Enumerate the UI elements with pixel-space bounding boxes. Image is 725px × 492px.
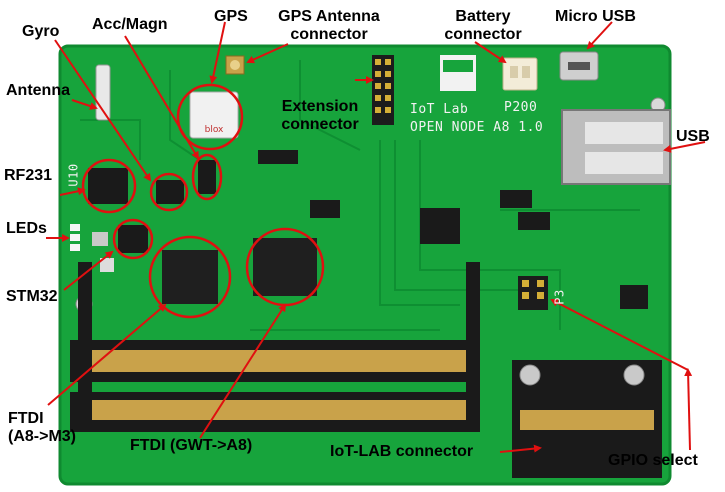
label-battery-line1: Battery: [455, 8, 511, 25]
ic-chip: [518, 212, 550, 230]
label-stm32: STM32: [6, 288, 58, 305]
label-battery-connector: Battery connector: [428, 8, 538, 44]
small-parts: [258, 150, 298, 164]
small-parts: [92, 232, 108, 246]
ic-chip: [620, 285, 648, 309]
label-battery-line2: connector: [444, 26, 522, 43]
label-rf231: RF231: [4, 167, 53, 184]
silk-board-name-1: IoT Lab: [410, 102, 469, 117]
pcb-traces: [80, 60, 640, 331]
rf231-highlight: [81, 158, 137, 214]
stm32-highlight: [112, 218, 154, 260]
silk-p200: P200: [504, 100, 538, 115]
label-micro-usb: Micro USB: [555, 8, 636, 25]
soc-chip: [420, 208, 460, 244]
label-iotlab-connector: IoT-LAB connector: [330, 443, 474, 460]
gyro-highlight: [149, 172, 189, 212]
label-ftdi-a8-m3: FTDI (A8->M3): [8, 410, 76, 446]
small-parts: [310, 200, 340, 218]
leds-part: [70, 224, 80, 251]
label-leds: LEDs: [6, 220, 47, 237]
ftdi-a8-m3-chip: [162, 250, 218, 304]
label-antenna: Antenna: [6, 82, 70, 99]
silk-p3: P3: [552, 289, 567, 305]
gps-module: [189, 91, 239, 139]
label-ftdi-a8-m3-line2: (A8->M3): [8, 428, 77, 445]
label-gyro: Gyro: [22, 23, 60, 40]
label-gps: GPS: [214, 8, 248, 25]
gyro-chip: [156, 180, 184, 204]
extension-connector-part: [372, 55, 394, 125]
gps-module-text: blox: [205, 125, 224, 135]
small-parts: [100, 258, 114, 272]
label-gps-antenna-line2: connector: [290, 26, 368, 43]
ftdi-a8-m3-highlight: [148, 235, 232, 319]
silk-u10: U10: [66, 163, 81, 187]
acc-magn-highlight: [191, 153, 223, 201]
label-extension-line1: Extension: [281, 98, 359, 115]
label-gps-antenna-connector: GPS Antenna connector: [262, 8, 396, 44]
label-extension-line2: connector: [281, 116, 359, 133]
annotation-arrows: [46, 21, 706, 453]
gps-highlight: [176, 83, 244, 151]
label-ftdi-gwt-a8: FTDI (GWT->A8): [130, 437, 253, 454]
label-gpio-select: GPIO select: [608, 452, 698, 469]
label-ftdi-a8-m3-line1: FTDI: [8, 410, 44, 427]
label-extension-connector: Extension connector: [272, 98, 368, 134]
rf231-chip: [88, 168, 128, 204]
ic-chip: [500, 190, 532, 208]
label-acc-magn: Acc/Magn: [92, 16, 168, 33]
battery-connector-part: [502, 57, 538, 91]
label-gps-antenna-line1: GPS Antenna: [278, 8, 380, 25]
silk-board-name-2: OPEN NODE A8 1.0: [410, 120, 544, 135]
annotations: [81, 83, 325, 319]
label-usb: USB: [676, 128, 710, 145]
ftdi-gwt-a8-chip: [253, 238, 317, 296]
acc-magn-chip: [198, 160, 216, 194]
extension-pins: [375, 59, 391, 113]
stm32-chip: [118, 225, 148, 253]
